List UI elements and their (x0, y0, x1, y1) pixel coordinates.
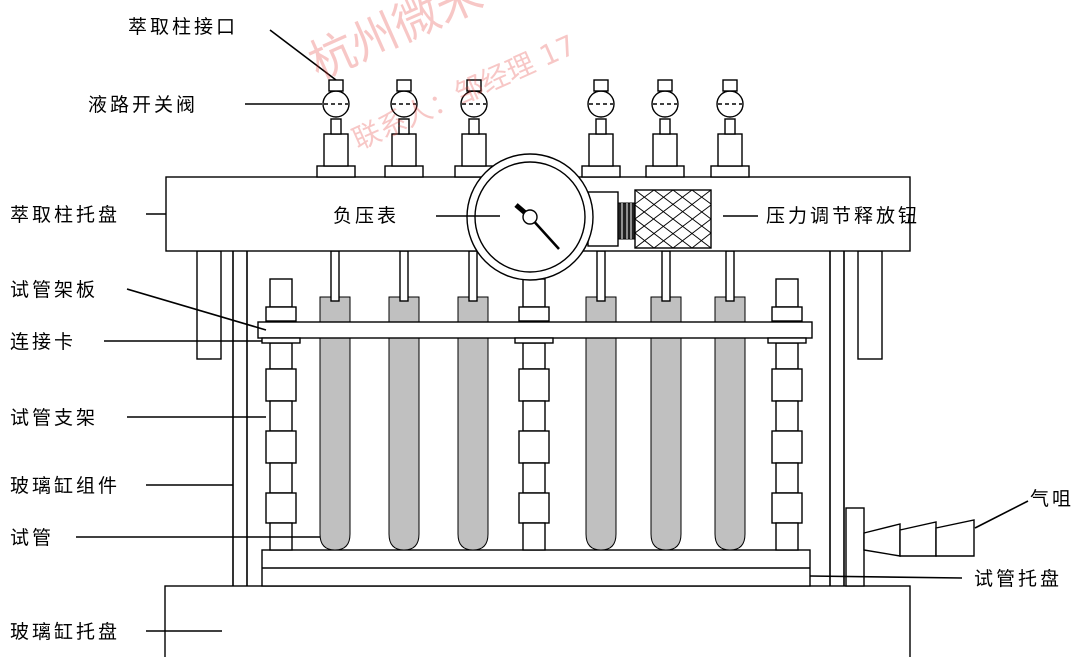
leader-lines (76, 29, 1029, 632)
label-column-port: 萃取柱接口 (128, 16, 238, 38)
label-tube-stand: 试管支架 (10, 407, 98, 429)
labels: 萃取柱接口 液路开关阀 萃取柱托盘 负压表 压力调节释放钮 试管架板 连接卡 试… (10, 16, 1074, 643)
air-nozzle-cone-3 (935, 519, 975, 557)
watermark: 杭州微米 联系人：邹经理 17 (301, 0, 581, 156)
label-connector-clip: 连接卡 (10, 331, 76, 353)
tube-stand-left (265, 278, 297, 551)
extraction-columns (316, 79, 750, 178)
connector-clip-right (767, 337, 807, 344)
glass-tank-tray-shape (164, 585, 911, 657)
column-3 (454, 79, 494, 178)
tube-stand-middle (518, 278, 550, 551)
label-glass-tank: 玻璃缸组件 (10, 475, 120, 497)
label-pressure-knob: 压力调节释放钮 (766, 205, 920, 227)
left-side-post (196, 250, 222, 360)
column-6 (710, 79, 750, 178)
tube-stand-right (771, 278, 803, 551)
column-5 (645, 79, 685, 178)
label-tank-tray: 玻璃缸托盘 (10, 621, 120, 643)
test-tube-rack-plate (257, 321, 813, 339)
air-nozzle-cone-2 (899, 521, 937, 557)
test-tube-5 (650, 296, 682, 551)
test-tube-1 (319, 296, 351, 551)
connector-clip-middle (514, 337, 554, 344)
column-2 (384, 79, 424, 178)
right-side-post (857, 250, 883, 360)
label-air-nozzle: 气咀 (1030, 488, 1074, 510)
pressure-release-knob (587, 189, 712, 249)
test-tube-3 (457, 296, 489, 551)
vacuum-gauge (466, 153, 594, 281)
label-test-tube: 试管 (10, 527, 54, 549)
test-tube-4 (585, 296, 617, 551)
label-tube-tray: 试管托盘 (974, 568, 1062, 590)
label-vacuum-gauge: 负压表 (333, 205, 399, 227)
label-valve: 液路开关阀 (88, 94, 198, 116)
air-nozzle-base (845, 507, 865, 587)
column-4 (581, 79, 621, 178)
connector-clip-left (261, 337, 301, 344)
label-column-tray: 萃取柱托盘 (10, 204, 120, 226)
test-tube-2 (388, 296, 420, 551)
air-nozzle-cone-1 (863, 523, 901, 557)
test-tubes (319, 296, 746, 551)
label-rack-plate: 试管架板 (10, 279, 98, 301)
column-1 (316, 79, 356, 178)
test-tube-6 (714, 296, 746, 551)
